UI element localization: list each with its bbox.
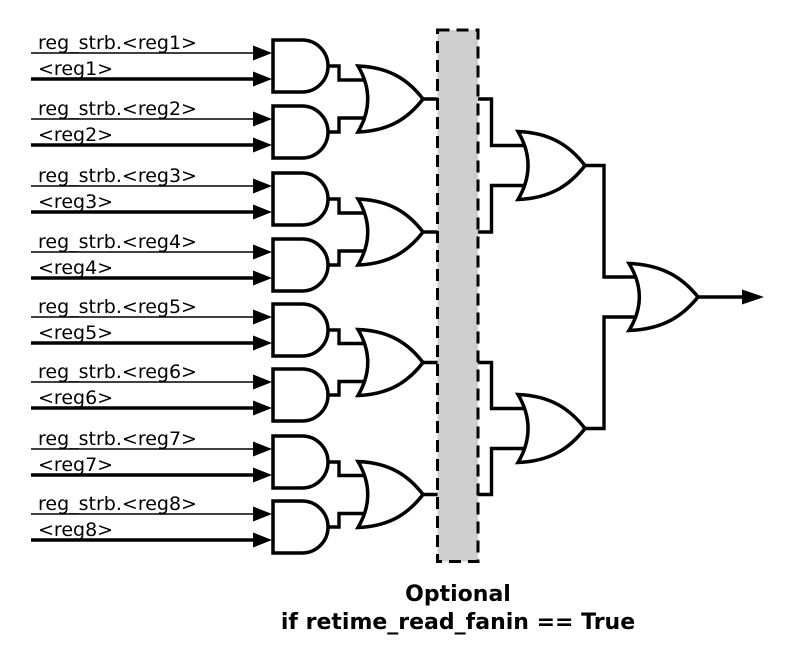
wire-and5-to-or [326,328,372,346]
input-label-strobe-1: reg_strb.<reg1> [38,32,197,54]
input-label-reg-6: <reg6> [38,387,113,409]
wire-and8-to-or [326,511,372,529]
arrow-reg-6-icon [253,400,272,416]
and-gate-6 [271,367,330,423]
arrow-reg-5-icon [253,335,272,351]
input-label-strobe-2: reg_strb.<reg2> [38,98,197,120]
input-label-strobe-7: reg_strb.<reg7> [38,428,197,450]
arrow-reg-1-icon [253,71,272,87]
input-label-reg-3: <reg3> [38,191,113,213]
or-gate-stage3-2 [514,392,588,465]
wire-and4-to-or [326,249,372,267]
input-label-reg-2: <reg2> [38,124,113,146]
or-gate-stage2-3 [354,327,426,398]
or-gate-stage3-1 [514,129,588,202]
wire-and1-to-or [326,64,372,82]
input-label-strobe-4: reg_strb.<reg4> [38,231,197,253]
and-gate-3 [271,171,330,227]
and-gate-5 [271,302,330,358]
or-gate-final [625,261,701,333]
wire-and2-to-or [326,116,372,134]
arrow-reg-7-icon [253,467,272,483]
arrow-strobe-1-icon [253,45,272,61]
arrow-strobe-3-icon [253,178,272,194]
and-gate-8 [271,499,330,555]
arrow-strobe-6-icon [253,374,272,390]
input-label-reg-4: <reg4> [38,257,113,279]
input-label-strobe-5: reg_strb.<reg5> [38,296,197,318]
wire-and7-to-or [326,460,372,478]
and-gate-7 [271,434,330,490]
input-label-strobe-8: reg_strb.<reg8> [38,493,197,515]
input-label-reg-5: <reg5> [38,322,113,344]
arrow-strobe-4-icon [253,244,272,260]
wire-and3-to-or [326,197,372,215]
or-gate-stage2-2 [354,197,426,267]
output-arrow-icon [742,289,764,305]
wire-or3-1-to-final [585,163,645,279]
and-gate-4 [271,237,330,293]
arrow-reg-2-icon [253,137,272,153]
arrow-strobe-8-icon [253,506,272,522]
arrow-strobe-7-icon [253,441,272,457]
input-label-strobe-3: reg_strb.<reg3> [38,165,197,187]
or-gate-stage2-4 [354,459,426,530]
caption-condition: if retime_read_fanin == True [281,610,635,635]
wire-or3-2-to-final [585,315,645,431]
input-label-strobe-6: reg_strb.<reg6> [38,361,197,383]
and-gate-2 [271,104,330,160]
arrow-reg-3-icon [253,204,272,220]
input-label-reg-8: <reg8> [38,519,113,541]
input-label-reg-7: <reg7> [38,454,113,476]
arrow-strobe-2-icon [253,111,272,127]
input-label-reg-1: <reg1> [38,58,113,80]
arrow-reg-4-icon [253,270,272,286]
or-gate-stage2-1 [354,64,426,134]
wire-and6-to-or [326,379,372,397]
and-gate-1 [271,38,330,94]
arrow-reg-8-icon [253,532,272,548]
caption-optional: Optional [405,582,511,607]
arrow-strobe-5-icon [253,309,272,325]
optional-region-box [436,28,480,563]
